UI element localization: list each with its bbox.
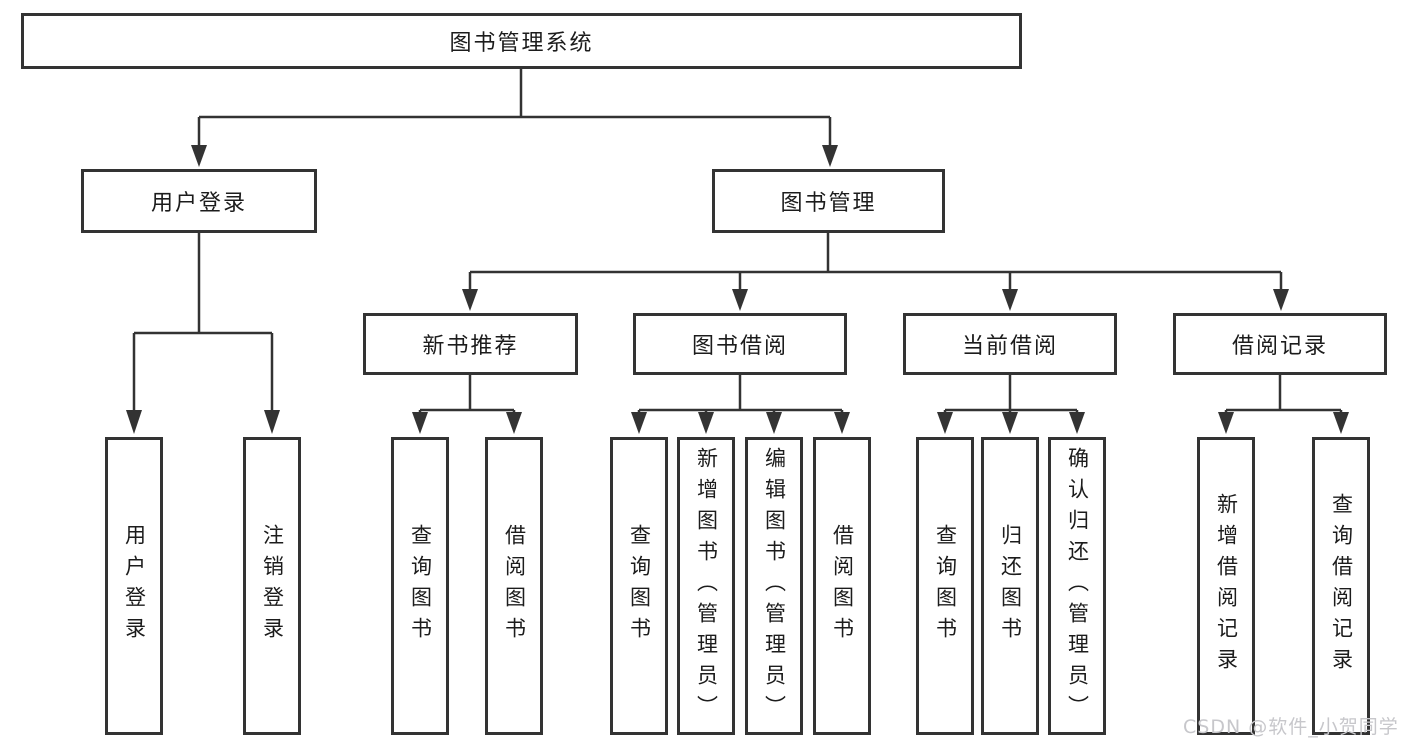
leaf-borrow-books-recommend-label: 借阅图书	[502, 524, 527, 648]
leaf-query-borrow-record: 查询借阅记录	[1312, 437, 1370, 735]
leaf-query-books-borrowing: 查询图书	[610, 437, 668, 735]
leaf-logout: 注销登录	[243, 437, 301, 735]
node-borrowing-records: 借阅记录	[1173, 313, 1387, 375]
leaf-return-books-label: 归还图书	[998, 524, 1023, 648]
leaf-confirm-return-admin: 确认归还（管理员）	[1048, 437, 1106, 735]
leaf-add-books-admin: 新增图书（管理员）	[677, 437, 735, 735]
node-root-label: 图书管理系统	[449, 31, 594, 56]
node-new-book-recommend: 新书推荐	[363, 313, 578, 375]
node-book-borrowing-label: 图书借阅	[691, 334, 788, 359]
arrowhead-icons	[126, 145, 1349, 434]
node-borrowing-records-label: 借阅记录	[1231, 334, 1328, 359]
leaf-user-login-label: 用户登录	[122, 524, 147, 648]
csdn-watermark: CSDN @软件_小贺同学	[1183, 716, 1399, 738]
leaf-borrow-books-borrowing-label: 借阅图书	[830, 524, 855, 648]
node-user-login: 用户登录	[81, 169, 317, 233]
node-new-book-recommend-label: 新书推荐	[422, 334, 519, 359]
leaf-add-books-admin-label: 新增图书（管理员）	[694, 446, 719, 726]
leaf-edit-books-admin: 编辑图书（管理员）	[745, 437, 803, 735]
node-user-login-label: 用户登录	[150, 191, 247, 216]
node-book-management: 图书管理	[712, 169, 945, 233]
node-current-borrowing: 当前借阅	[903, 313, 1117, 375]
leaf-query-books-recommend-label: 查询图书	[408, 524, 433, 648]
leaf-query-books-borrowing-label: 查询图书	[627, 524, 652, 648]
leaf-logout-label: 注销登录	[260, 524, 285, 648]
leaf-add-borrow-record-label: 新增借阅记录	[1214, 493, 1239, 679]
leaf-query-books-current: 查询图书	[916, 437, 974, 735]
leaf-confirm-return-admin-label: 确认归还（管理员）	[1065, 446, 1090, 726]
node-book-borrowing: 图书借阅	[633, 313, 847, 375]
leaf-user-login: 用户登录	[105, 437, 163, 735]
node-root: 图书管理系统	[21, 13, 1022, 69]
node-current-borrowing-label: 当前借阅	[961, 334, 1058, 359]
leaf-edit-books-admin-label: 编辑图书（管理员）	[762, 446, 787, 726]
leaf-query-borrow-record-label: 查询借阅记录	[1329, 493, 1354, 679]
leaf-query-books-recommend: 查询图书	[391, 437, 449, 735]
leaf-add-borrow-record: 新增借阅记录	[1197, 437, 1255, 735]
leaf-borrow-books-borrowing: 借阅图书	[813, 437, 871, 735]
leaf-query-books-current-label: 查询图书	[933, 524, 958, 648]
node-book-management-label: 图书管理	[780, 191, 877, 216]
leaf-return-books: 归还图书	[981, 437, 1039, 735]
leaf-borrow-books-recommend: 借阅图书	[485, 437, 543, 735]
